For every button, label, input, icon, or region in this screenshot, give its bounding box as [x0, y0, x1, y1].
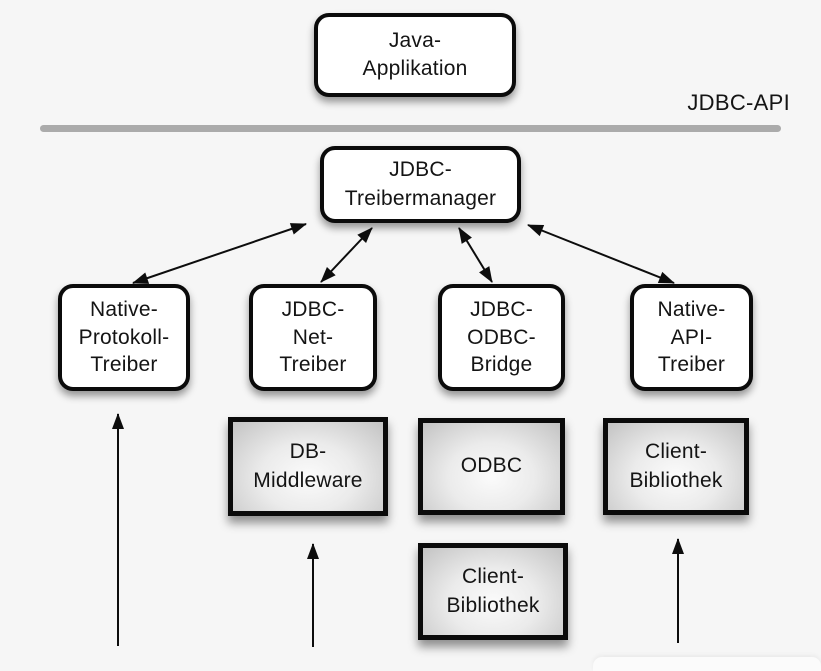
- node-jdbc-treibermanager: JDBC- Treibermanager: [320, 146, 521, 223]
- jdbc-api-divider-line: [40, 125, 781, 132]
- node-jdbc-odbc-bridge: JDBC- ODBC- Bridge: [438, 284, 565, 391]
- bottom-right-cutoff-box: [593, 657, 821, 671]
- arrow-treibermanager-native-api: [527, 224, 675, 284]
- arrow-treibermanager-native-protokoll: [132, 223, 307, 284]
- node-java-applikation: Java- Applikation: [314, 13, 516, 97]
- node-native-protokoll-treiber: Native- Protokoll- Treiber: [58, 284, 190, 391]
- arrow-treibermanager-jdbc-odbc: [458, 227, 493, 283]
- jdbc-api-label: JDBC-API: [687, 90, 790, 115]
- node-odbc: ODBC: [418, 418, 565, 515]
- node-jdbc-net-treiber: JDBC- Net- Treiber: [249, 284, 377, 391]
- node-native-api-treiber: Native- API- Treiber: [630, 284, 753, 391]
- node-client-bibliothek-bottom: Client- Bibliothek: [418, 543, 568, 640]
- arrow-treibermanager-jdbc-net: [320, 227, 373, 283]
- node-client-bibliothek-right: Client- Bibliothek: [603, 418, 749, 515]
- node-db-middleware: DB- Middleware: [228, 417, 388, 516]
